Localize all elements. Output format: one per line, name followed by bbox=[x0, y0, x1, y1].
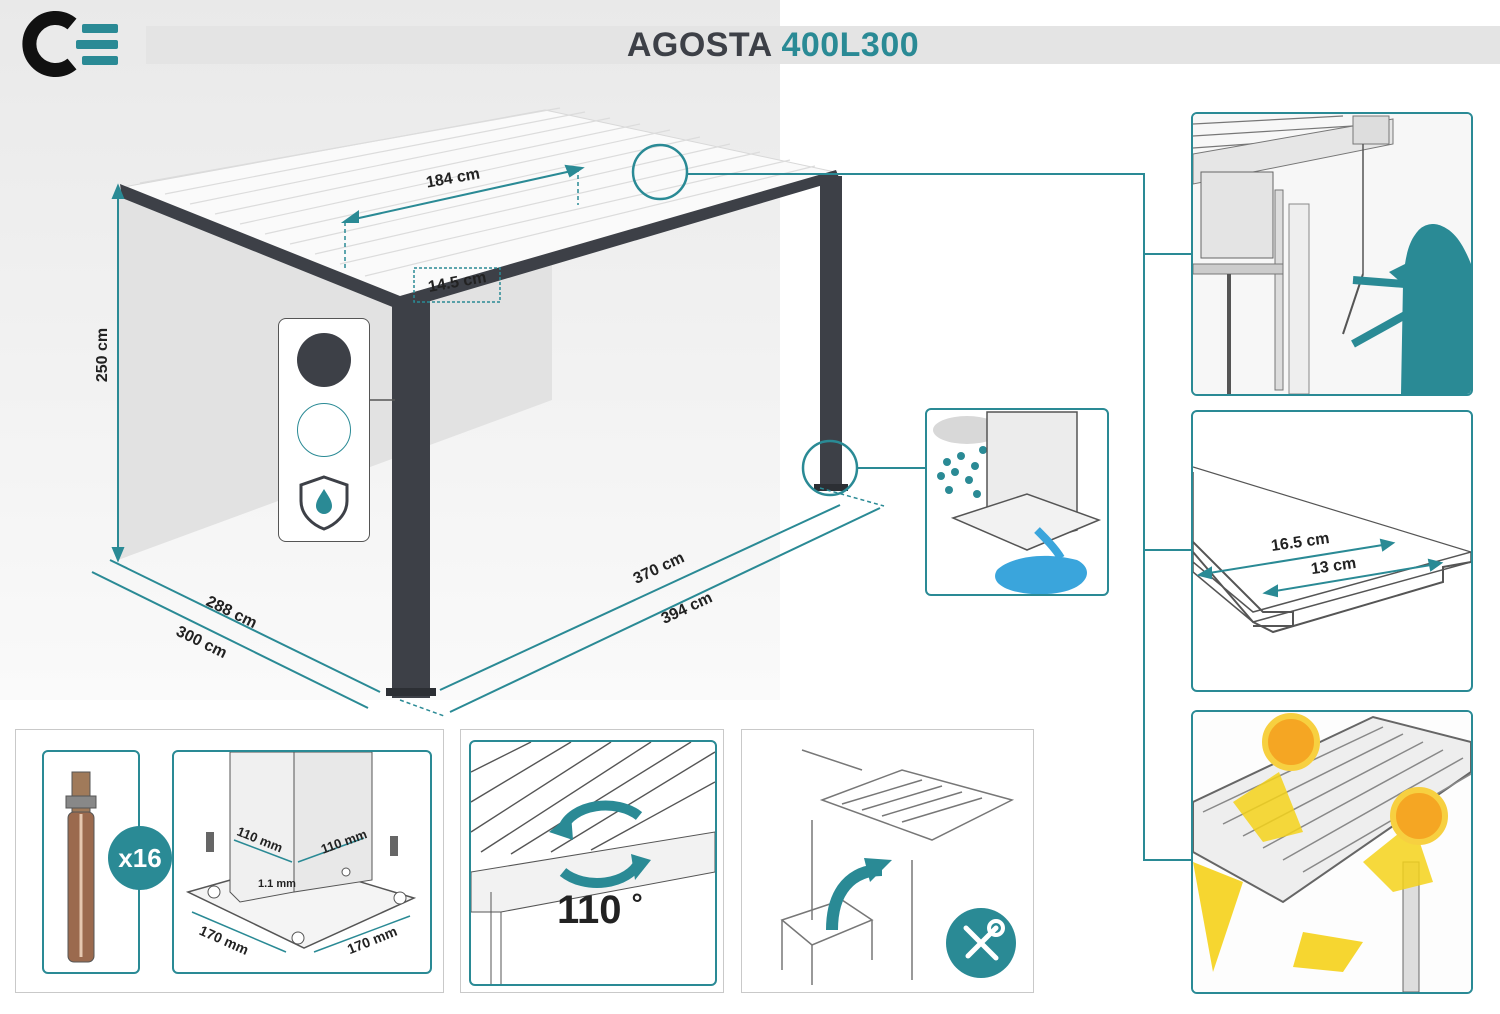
footplate-panel: x16 110 mm 110 mm 1.1 mm 170 mm 170 mm bbox=[15, 729, 444, 993]
title-bar bbox=[146, 26, 1500, 64]
page-title: AGOSTA 400L300 bbox=[626, 26, 920, 64]
water-shield-icon bbox=[299, 475, 349, 531]
footplate-detail: 110 mm 110 mm 1.1 mm 170 mm 170 mm bbox=[172, 750, 432, 974]
rotation-panel bbox=[469, 740, 717, 986]
louver-profile-panel: 16.5 cm 13 cm bbox=[1191, 410, 1473, 692]
rotation-panel-frame: 110° bbox=[460, 729, 724, 993]
sun-louvers-panel bbox=[1191, 710, 1473, 994]
callout-connectors bbox=[687, 173, 1192, 861]
color-options-card bbox=[278, 318, 370, 542]
motor-crank-panel bbox=[1191, 112, 1473, 396]
frame-beam bbox=[120, 170, 840, 310]
anchor-count-badge: x16 bbox=[108, 826, 172, 890]
color-swatch-dark bbox=[297, 333, 351, 387]
person-silhouette bbox=[1389, 224, 1471, 394]
dim-wall: 1.1 mm bbox=[258, 878, 296, 890]
anchor-bolt-card bbox=[42, 750, 140, 974]
dimension-lines bbox=[91, 164, 881, 713]
sun-icon bbox=[1262, 713, 1448, 845]
rotation-angle: 110° bbox=[557, 888, 643, 932]
dim-height: 250 cm bbox=[94, 327, 112, 383]
drainage-panel bbox=[925, 408, 1109, 596]
rain-cloud-icon bbox=[933, 416, 1001, 498]
color-swatch-white bbox=[297, 403, 351, 457]
assembly-panel bbox=[741, 729, 1034, 993]
tools-icon bbox=[946, 908, 1016, 978]
ce-logo bbox=[22, 11, 118, 77]
rear-post bbox=[820, 176, 842, 488]
front-post bbox=[392, 300, 430, 698]
zoom-circle-motor bbox=[631, 143, 689, 201]
